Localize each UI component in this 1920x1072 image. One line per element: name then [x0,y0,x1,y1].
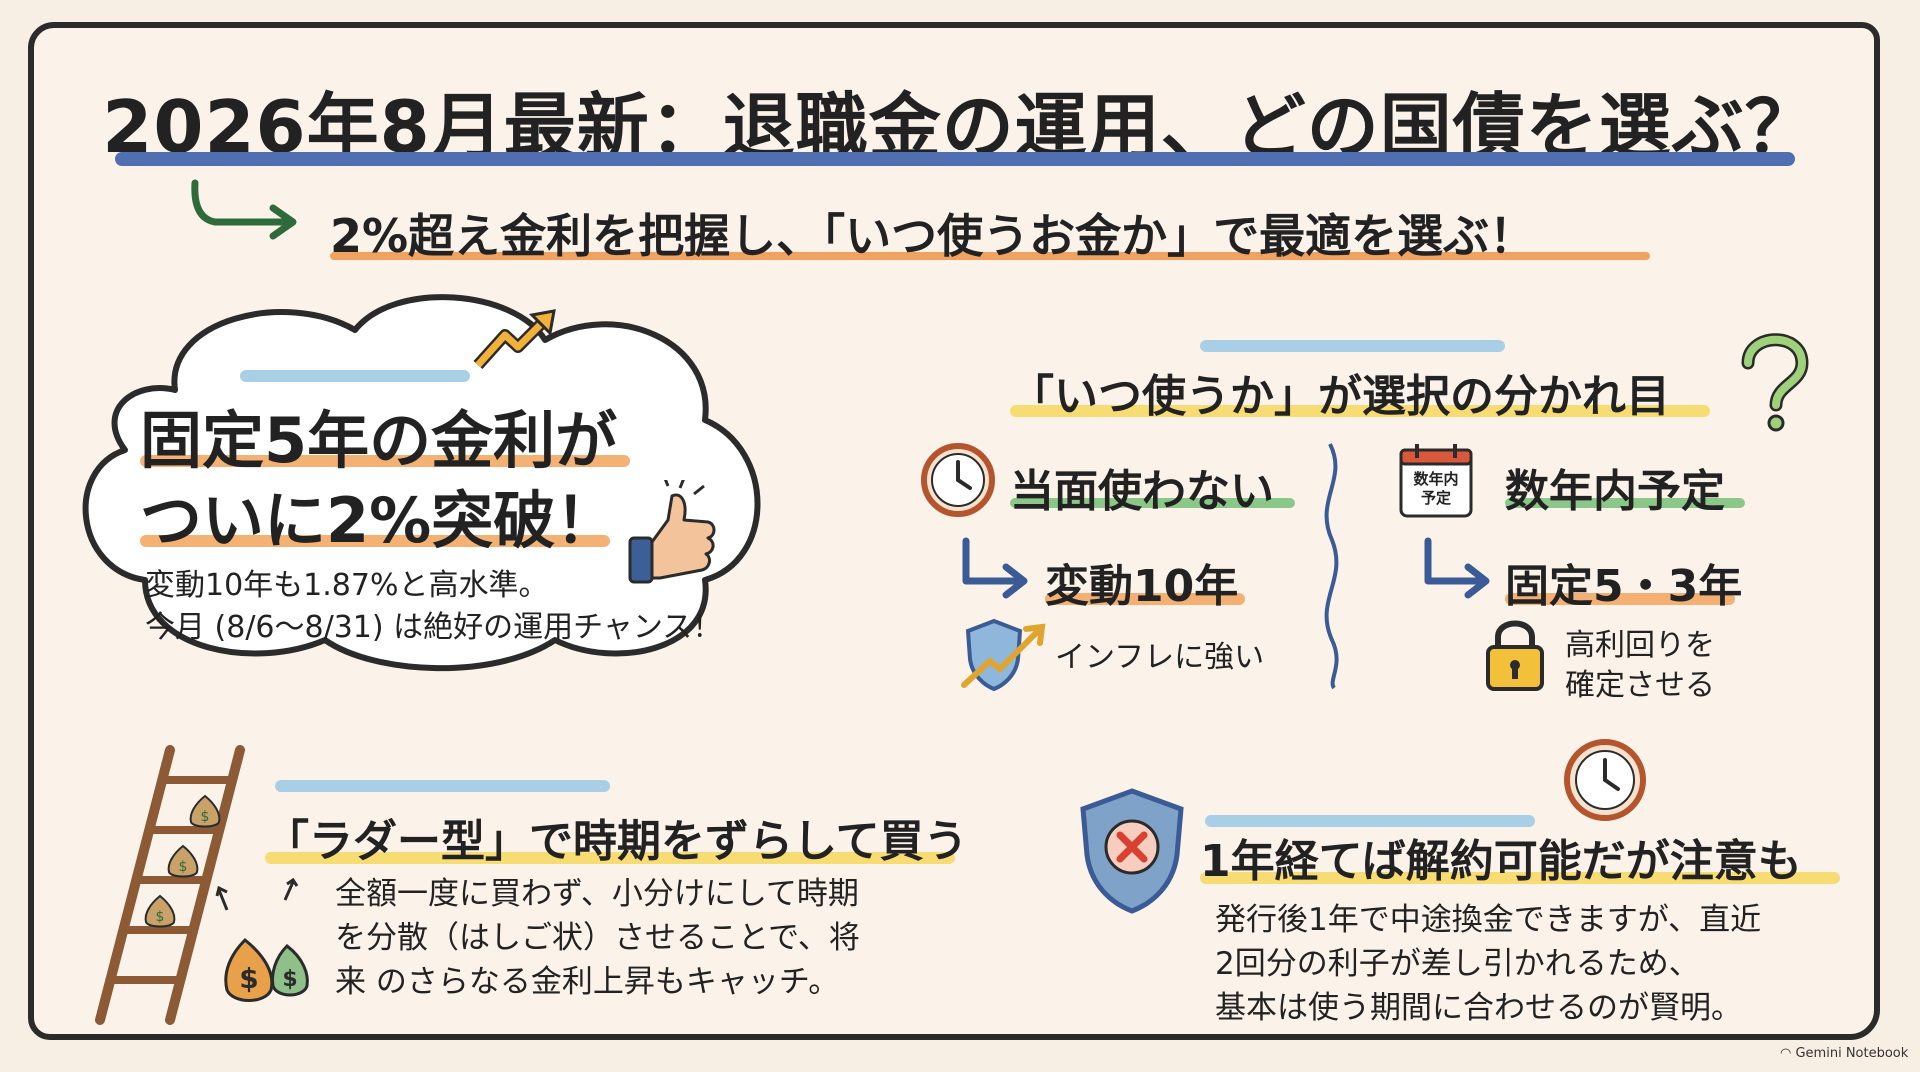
highlight-bar [275,780,610,792]
highlight-bar [1200,340,1505,352]
cloud-text-1: 変動10年も1.87%と高水準。 [145,568,549,603]
right-choice-note-2: 確定させる [1565,668,1715,703]
highlight-bar [1505,593,1735,605]
svg-text:$: $ [201,809,210,825]
notebook-logo-icon: ◠ [1780,1046,1792,1061]
svg-text:$: $ [282,967,297,992]
thumbs-up-icon [628,480,716,584]
choice-heading: 「いつ使うか」が選択の分かれ目 [1010,371,1670,422]
highlight-bar [1010,498,1295,508]
cloud-bubble [82,294,761,672]
left-choice-label: 当面使わない [1010,466,1274,517]
wavy-divider [1324,443,1339,690]
question-mark-icon [1741,333,1809,432]
calendar-icon [1399,444,1473,518]
highlight-bar [1205,815,1535,827]
subtitle-underline [330,252,1650,260]
right-choice-result: 固定5・3年 [1505,561,1743,612]
lock-icon [1486,620,1544,691]
shield-trend-icon [961,618,1046,692]
highlight-bar [1200,872,1840,884]
cloud-text-2: 今月 (8/6〜8/31) は絶好の運用チャンス！ [145,610,723,645]
title-underline [115,152,1795,166]
ladder-illustration [95,745,245,1025]
money-bag-icon: $ [144,894,176,928]
highlight-bar [140,535,610,547]
clock-icon [921,443,995,517]
down-right-arrow-icon [1424,537,1490,599]
money-bag-icon: $ [167,844,199,878]
watermark-text: Gemini Notebook [1795,1046,1909,1061]
cloud-headline-2: ついに2%突破！ [140,484,618,557]
left-choice-result: 変動10年 [1045,561,1239,612]
cloud-headline-1: 固定5年の金利が [140,404,618,477]
curved-arrow-icon [191,179,297,240]
highlight-bar [265,852,955,864]
ladder-text-3: 来 のさらなる金利上昇もキャッチ。 [335,964,840,1000]
money-bag-icon: $ [189,794,221,828]
svg-text:$: $ [239,962,258,995]
cancel-text-1: 発行後1年で中途換金できますが、直近 [1215,902,1762,938]
calendar-text-line-2: 予定 [1420,489,1451,507]
subtitle: 2%超え金利を把握し、「いつ使うお金か」で最適を選ぶ！ [330,209,1536,263]
watermark: ◠ Gemini Notebook [1780,1046,1908,1061]
left-choice-note: インフレに強い [1055,640,1265,675]
right-choice-note-1: 高利回りを [1565,628,1715,663]
highlight-bar [1010,405,1710,417]
ladder-text-2: を分散（はしご状）させることで、将 [335,920,860,956]
ladder-heading: 「ラダー型」で時期をずらして買う [265,816,968,867]
svg-text:$: $ [179,859,188,875]
trend-up-arrow-icon [473,309,556,370]
ladder-text-1: 全額一度に買わず、小分けにして時期 [335,876,859,912]
svg-text:$: $ [156,909,165,925]
cancel-heading: 1年経てば解約可能だが注意も [1200,836,1802,887]
down-right-arrow-icon [962,537,1028,599]
calendar-text: 数年内 予定 [1401,470,1471,508]
cancel-text-3: 基本は使う期間に合わせるのが賢明。 [1215,990,1742,1026]
highlight-bar [140,455,630,467]
highlight-bar [240,370,470,382]
money-bags-group-icon: $ $ [215,877,309,1002]
highlight-bar [1505,498,1745,508]
highlight-bar [1045,593,1245,605]
shield-x-icon [1080,788,1184,914]
right-choice-label: 数年内予定 [1505,466,1725,517]
clock-icon [1564,739,1646,821]
cancel-text-2: 2回分の利子が差し引かれるため、 [1215,946,1700,982]
calendar-text-line-1: 数年内 [1413,470,1459,488]
